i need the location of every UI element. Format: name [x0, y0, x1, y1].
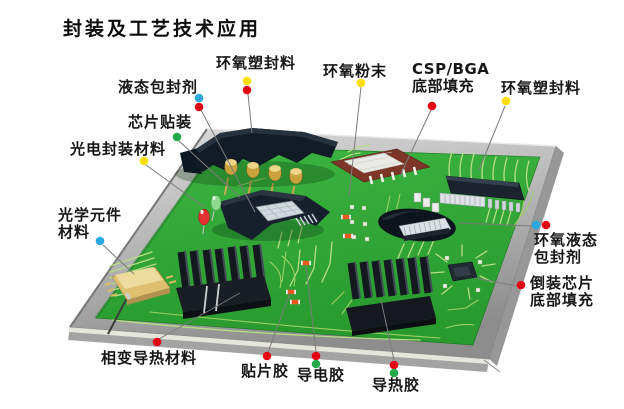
marker-dot-blue	[531, 220, 541, 230]
callout-label-thermal-adhesive: 导热胶	[372, 376, 421, 394]
callout-label-smt-adhesive: 贴片胶	[241, 362, 290, 380]
callout-label-flip-chip-underfill: 倒装芯片 底部填充	[530, 274, 595, 309]
marker-dot-red	[262, 351, 272, 361]
marker-dot-red	[194, 102, 204, 112]
smd-resistors	[286, 214, 353, 305]
marker-dot-red	[427, 101, 437, 111]
callout-line	[247, 93, 253, 134]
butterfly-laser-module	[104, 266, 177, 335]
marker-dot-red	[541, 220, 551, 230]
callout-line	[458, 222, 533, 227]
callout-line	[178, 140, 241, 198]
page-title: 封装及工艺技术应用	[63, 18, 262, 40]
marker-dot-yellow	[501, 96, 511, 106]
callout-label-epoxy-liquid-encapsulant: 环氧液态 包封剂	[534, 231, 599, 266]
marker-dot-blue	[95, 236, 105, 246]
marker-dot-green	[389, 368, 399, 378]
callout-label-csp-bga-underfill: CSP/BGA 底部填充	[412, 60, 490, 95]
callout-label-optoelectronic-packaging: 光电封装材料	[70, 140, 167, 158]
cob-glob-top	[378, 208, 456, 242]
callout-label-epoxy-molding-compound-right: 环氧塑封料	[501, 79, 582, 97]
callout-label-optical-component-material: 光学元件 材料	[58, 206, 123, 241]
heatsink-right-base	[346, 296, 436, 331]
marker-dot-yellow	[139, 156, 149, 166]
lead-frame-package	[212, 190, 330, 241]
callout-line	[348, 86, 362, 197]
callout-line	[145, 164, 205, 208]
marker-dot-red	[152, 337, 162, 347]
callout-label-conductive-adhesive: 导电胶	[297, 366, 346, 384]
heatsink-right	[346, 255, 436, 336]
led-lamps	[198, 195, 222, 235]
red-led	[198, 208, 210, 226]
callout-line	[158, 292, 241, 340]
soic-package	[439, 175, 525, 213]
callout-line	[102, 244, 135, 275]
callout-line	[474, 277, 518, 287]
callout-line	[478, 105, 506, 171]
smd-capacitors	[413, 192, 440, 213]
transistor-cans	[224, 158, 303, 185]
board-right-side	[489, 146, 564, 366]
callout-line	[380, 299, 395, 361]
board-corner-line	[483, 359, 501, 373]
marker-dot-red	[516, 280, 526, 290]
marker-dot-green	[311, 359, 321, 369]
csp-bga-package	[330, 148, 431, 185]
marker-dot-red	[311, 351, 321, 361]
green-led	[210, 195, 222, 211]
marker-dot-yellow	[356, 78, 366, 88]
callout-line	[267, 292, 291, 353]
callout-lines	[102, 86, 533, 361]
callout-label-epoxy-powder: 环氧粉末	[323, 62, 388, 80]
marker-dot-red	[389, 360, 399, 370]
lead-frame-die	[255, 200, 305, 222]
marker-dot-green	[172, 132, 182, 142]
flip-chip	[447, 261, 478, 282]
heatsink-left-base	[176, 276, 271, 312]
marker-dot-blue	[194, 93, 204, 103]
callout-label-phase-change-thermal: 相变导热材料	[101, 349, 198, 367]
callout-label-epoxy-molding-compound-top: 环氧塑封料	[216, 54, 297, 72]
board-laminate-edge	[69, 327, 489, 364]
callout-markers	[95, 76, 551, 378]
marker-dot-red	[242, 85, 252, 95]
callout-label-liquid-encapsulant: 液态包封剂	[118, 78, 199, 96]
callout-label-die-attach: 芯片贴装	[128, 113, 193, 131]
callout-line	[399, 109, 432, 177]
pcb-pads	[349, 204, 483, 293]
callout-line	[305, 265, 317, 352]
callout-line	[200, 109, 256, 213]
marker-dot-yellow	[242, 76, 252, 86]
